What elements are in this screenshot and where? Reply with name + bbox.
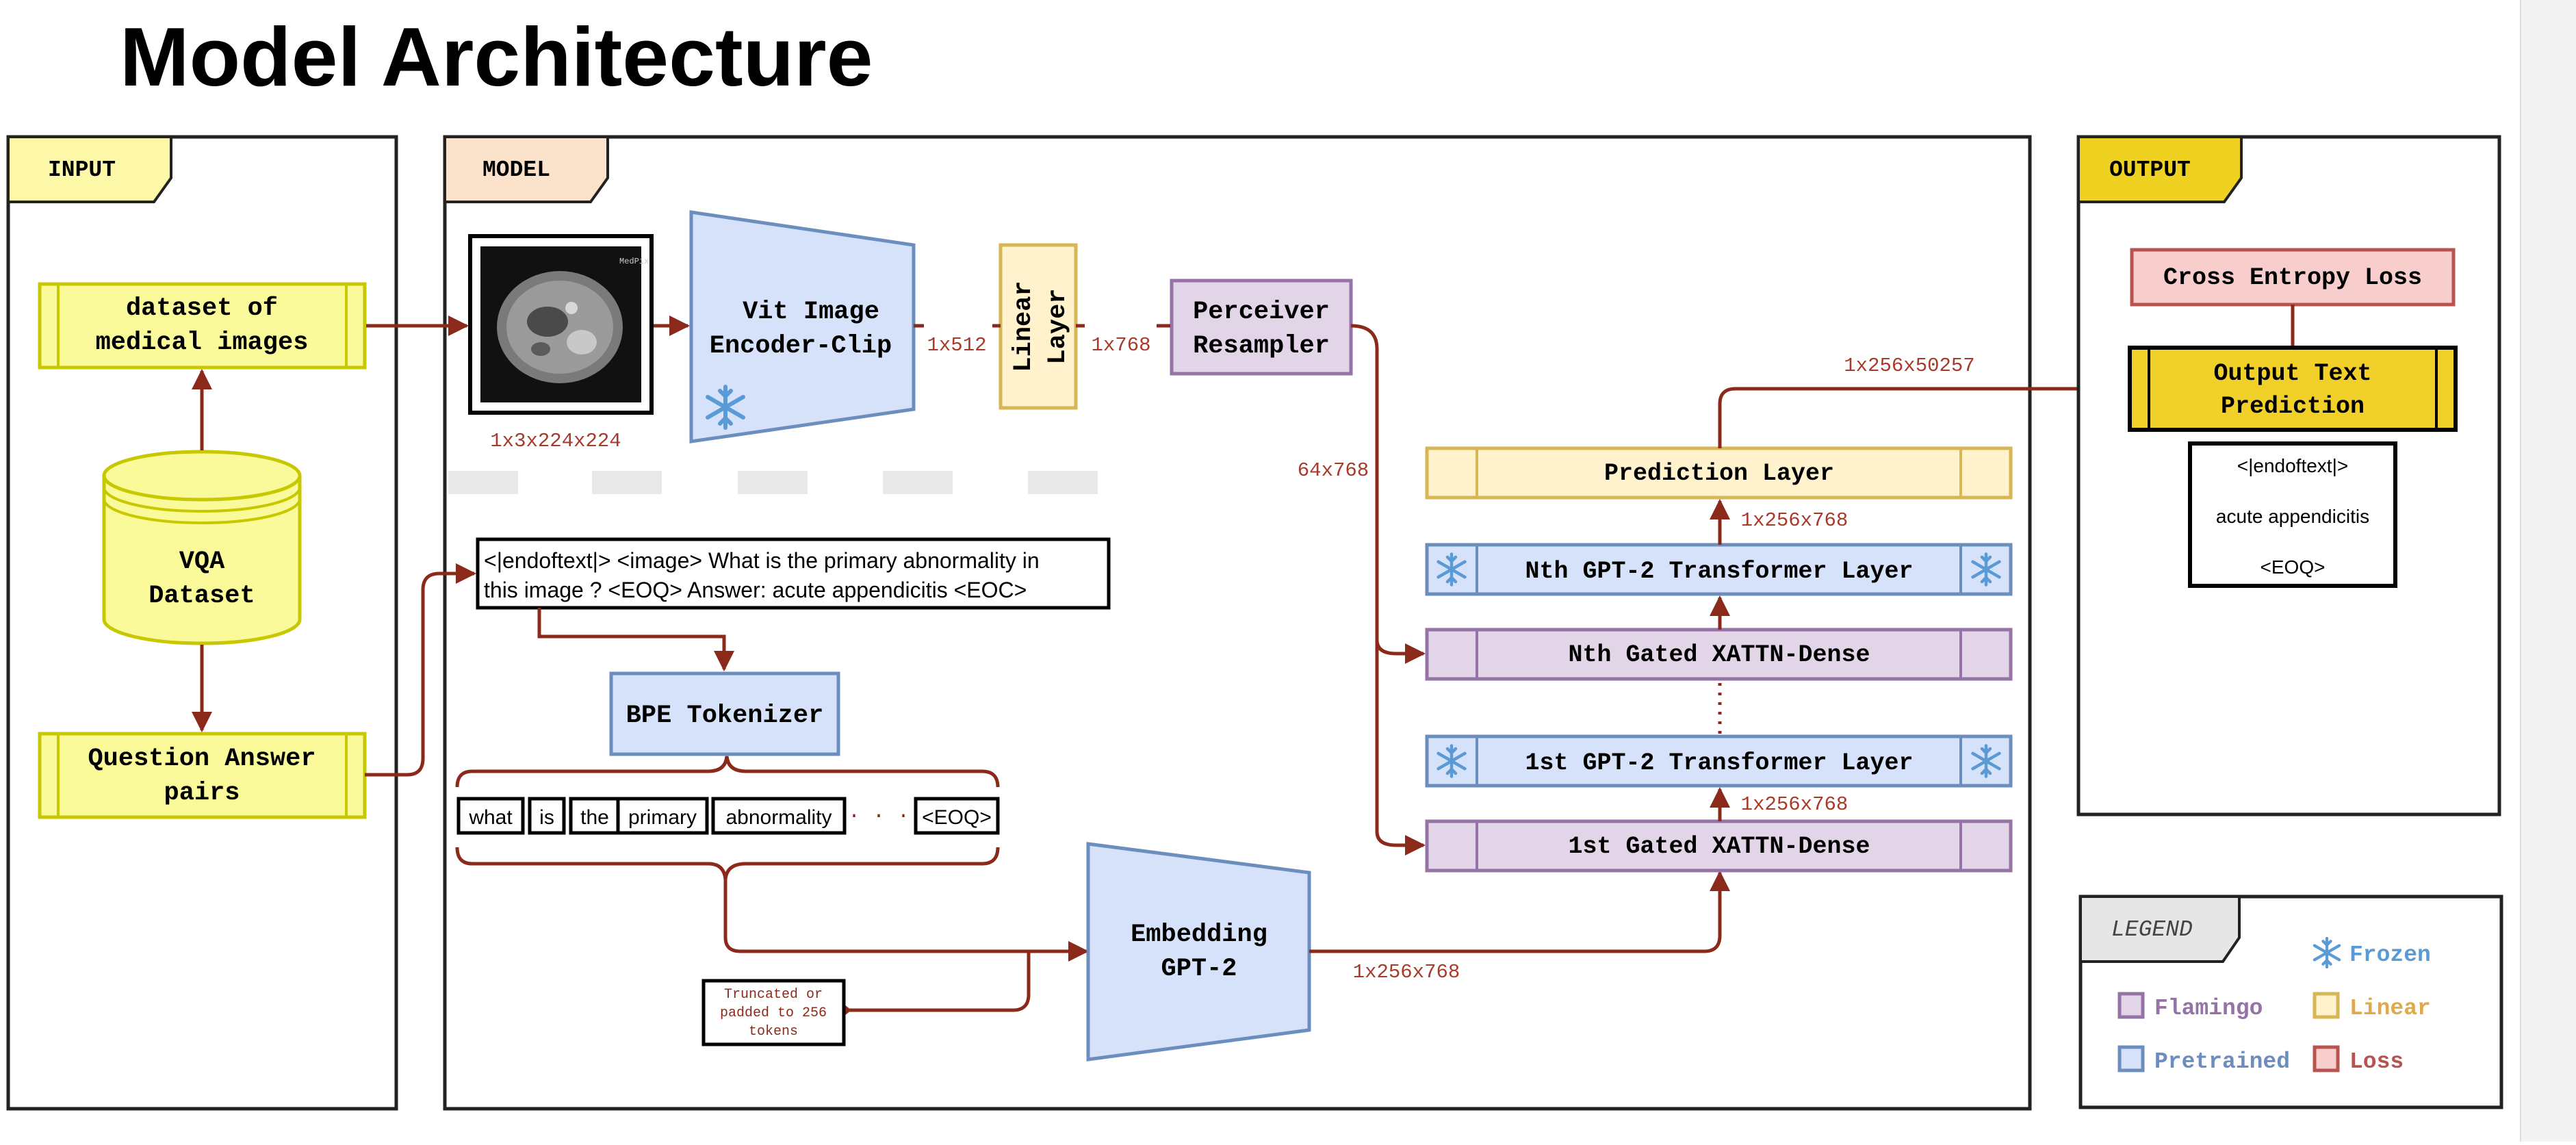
legend-title: LEGEND — [2111, 917, 2193, 942]
nth-gpt2-layer: Nth GPT-2 Transformer Layer — [1425, 543, 2013, 596]
prompt-arrows — [365, 563, 734, 777]
first-gpt2-label: 1st GPT-2 Transformer Layer — [1525, 749, 1913, 777]
stack-arrows — [1710, 378, 2129, 821]
legend-pretrained: Pretrained — [2154, 1049, 2290, 1075]
vqa-label-2: Dataset — [149, 582, 255, 610]
embed-to-xattn-arrow — [1309, 871, 1730, 953]
output-pred-label-1: Output Text — [2213, 360, 2371, 387]
nth-xattn-label: Nth Gated XATTN-Dense — [1568, 641, 1870, 669]
dataset-label-1: dataset of — [126, 294, 278, 323]
embedding-label-2: GPT-2 — [1161, 955, 1237, 983]
truncation-line-3: tokens — [749, 1024, 798, 1040]
dim-64x768: 64x768 — [1298, 459, 1369, 482]
dim-pred-out: 1x256x50257 — [1844, 355, 1974, 377]
embedding-label-1: Embedding — [1131, 921, 1267, 949]
first-xattn-dense: 1st Gated XATTN-Dense — [1425, 819, 2013, 873]
token: is — [539, 806, 554, 829]
prompt-line-1: <|endoftext|> <image> What is the primar… — [484, 548, 1040, 573]
bpe-tokenizer: BPE Tokenizer — [609, 671, 840, 756]
prediction-layer: Prediction Layer — [1425, 446, 2013, 500]
perceiver-label-2: Resampler — [1193, 332, 1330, 361]
qa-label-2: pairs — [164, 779, 240, 808]
dim-embed: 1x256x768 — [1353, 961, 1460, 983]
token-row: what is the primary abnormality · · · <E… — [456, 797, 1000, 835]
truncation-line-2: padded to 256 — [720, 1005, 827, 1021]
perceiver-label-1: Perceiver — [1193, 298, 1330, 326]
legend-frozen: Frozen — [2349, 942, 2431, 968]
token-ellipsis: · · · — [848, 805, 910, 828]
dataset-box: dataset of medical images — [38, 282, 367, 370]
output-text-2: acute appendicitis — [2216, 506, 2369, 527]
vit-label-2: Encoder-Clip — [710, 332, 892, 361]
legend-loss: Loss — [2349, 1049, 2404, 1075]
dim-pred-in: 1x256x768 — [1741, 509, 1849, 532]
qa-pairs-box: Question Answer pairs — [38, 732, 367, 819]
placeholder-bars — [448, 471, 1098, 494]
prompt-line-2: this image ? <EOQ> Answer: acute appendi… — [484, 578, 1027, 602]
cross-entropy-loss: Cross Entropy Loss — [2130, 248, 2456, 307]
truncation-note: Truncated or padded to 256 tokens — [701, 979, 846, 1046]
output-pred-label-2: Prediction — [2221, 393, 2365, 420]
qa-label-1: Question Answer — [88, 745, 315, 773]
vqa-dataset-cylinder: VQA Dataset — [102, 450, 302, 645]
loss-label: Cross Entropy Loss — [2163, 264, 2422, 292]
image-dim-label: 1x3x224x224 — [490, 430, 621, 452]
truncation-line-1: Truncated or — [724, 987, 823, 1003]
model-panel-label: MODEL — [482, 157, 550, 183]
vit-label-1: Vit Image — [743, 298, 879, 326]
dim-1x512: 1x512 — [927, 334, 986, 357]
embedding-gpt2: Embedding GPT-2 — [1086, 842, 1311, 1062]
first-gpt2-layer: 1st GPT-2 Transformer Layer — [1425, 734, 2013, 788]
page-title: Model Architecture — [120, 10, 873, 103]
dim-1st: 1x256x768 — [1741, 793, 1849, 816]
output-text-box: <|endoftext|> acute appendicitis <EOQ> — [2188, 441, 2397, 588]
token: what — [468, 806, 513, 829]
output-text-3: <EOQ> — [2261, 556, 2326, 578]
legend: LEGEND Frozen Flamingo Linear Pretrained… — [2078, 895, 2503, 1109]
prompt-text-box: <|endoftext|> <image> What is the primar… — [476, 537, 1111, 610]
first-xattn-label: 1st Gated XATTN-Dense — [1568, 833, 1870, 860]
nth-gpt2-label: Nth GPT-2 Transformer Layer — [1525, 558, 1913, 585]
linear-label-2: Layer — [1044, 288, 1072, 364]
encoder-arrows — [366, 316, 1426, 855]
output-text-prediction: Output Text Prediction — [2128, 346, 2458, 432]
token: primary — [628, 806, 697, 829]
tokenizer-label: BPE Tokenizer — [626, 702, 824, 730]
legend-flamingo: Flamingo — [2154, 996, 2263, 1021]
dim-1x768: 1x768 — [1091, 334, 1150, 357]
linear-label-1: Linear — [1009, 281, 1038, 372]
tokens-brace-top — [455, 756, 1000, 788]
image-watermark: MedPix — [619, 257, 649, 266]
token: the — [580, 806, 609, 829]
ct-scan-image: MedPix — [468, 234, 654, 415]
token: <EOQ> — [922, 806, 992, 829]
legend-linear: Linear — [2349, 996, 2431, 1021]
output-panel-label: OUTPUT — [2109, 157, 2191, 183]
linear-layer: Linear Layer — [999, 243, 1078, 410]
vqa-label-1: VQA — [179, 548, 225, 576]
input-panel-label: INPUT — [48, 157, 116, 183]
vit-encoder: Vit Image Encoder-Clip — [689, 210, 916, 443]
prediction-layer-label: Prediction Layer — [1604, 460, 1834, 487]
output-text-1: <|endoftext|> — [2237, 455, 2348, 476]
perceiver-resampler: Perceiver Resampler — [1170, 279, 1353, 376]
token: abnormality — [725, 806, 832, 829]
dataset-label-2: medical images — [96, 329, 309, 357]
nth-xattn-dense: Nth Gated XATTN-Dense — [1425, 628, 2013, 681]
right-scroll-gutter[interactable] — [2520, 0, 2576, 1142]
